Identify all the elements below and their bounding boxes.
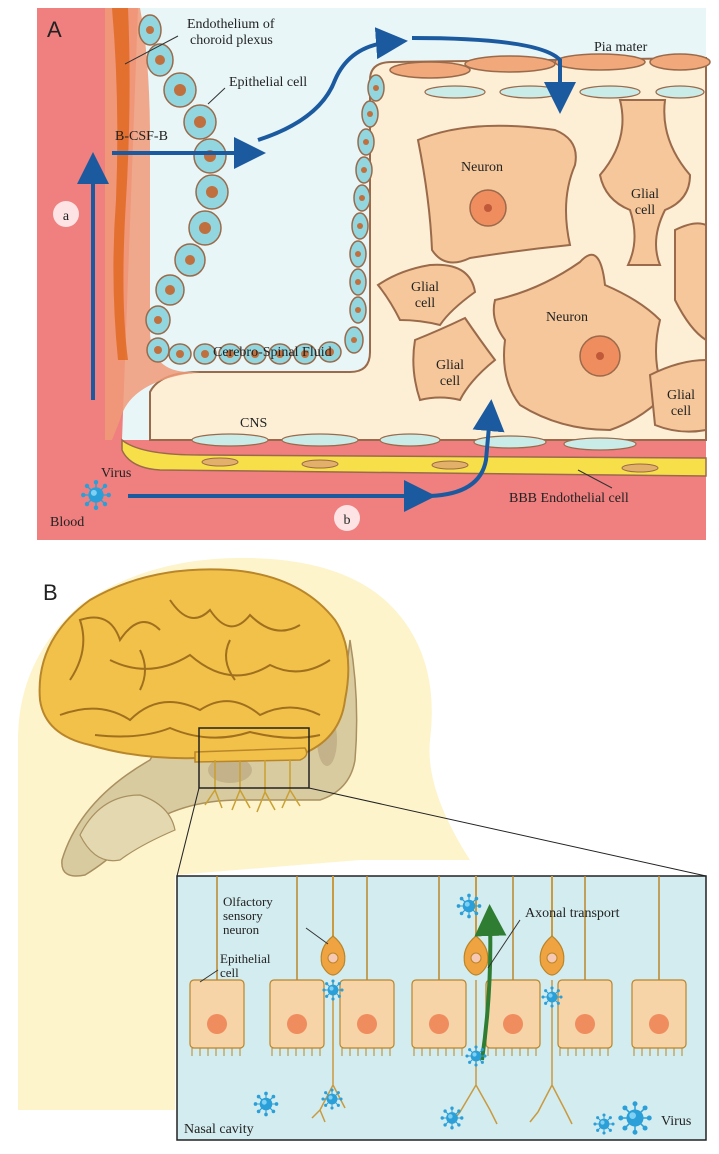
panel-a: A Endothelium of choroid plexus Epitheli…	[37, 8, 711, 642]
sinus-1	[208, 757, 252, 783]
label-endothelium-1: Endothelium of	[187, 17, 275, 32]
virus-icon	[464, 1044, 488, 1068]
panel-b-letter: B	[43, 580, 58, 605]
virus-icon	[592, 1112, 616, 1136]
label-osn-3: neuron	[223, 922, 260, 937]
virus-icon	[540, 985, 564, 1009]
label-epithelial-2: cell	[220, 965, 239, 980]
label-virus: Virus	[101, 466, 131, 481]
label-bcsfb: B-CSF-B	[115, 129, 168, 144]
panel-b: B	[18, 557, 707, 1141]
cilia	[191, 1048, 683, 1056]
olfactory-neuron	[451, 876, 498, 1125]
epithelial-cell	[269, 876, 325, 1049]
bbb-endothelium	[121, 433, 707, 477]
route-arrows	[77, 27, 576, 512]
zoom-lines	[176, 787, 707, 877]
epithelial-nuclei	[146, 26, 379, 358]
label-neuron-1: Neuron	[461, 160, 503, 175]
axonal-transport-arrow	[474, 904, 507, 1061]
inset-leader-lines	[199, 919, 521, 983]
epithelial-cell	[411, 876, 467, 1049]
label-glial-2a: Glial	[436, 358, 464, 373]
glial-cell-top-right	[598, 99, 692, 266]
glial-cell-2	[412, 316, 497, 402]
zoom-box	[198, 727, 310, 789]
virus-icon	[440, 1106, 464, 1130]
pia-basal-cells	[424, 85, 705, 99]
epithelial-cell	[557, 876, 613, 1049]
route-b-badge	[334, 505, 360, 531]
label-blood: Blood	[50, 515, 84, 530]
olfactory-fibres	[204, 760, 301, 813]
panel-a-letter: A	[47, 17, 62, 42]
choroid-endothelium	[112, 8, 130, 360]
label-nasal-cavity: Nasal cavity	[184, 1122, 254, 1137]
arrow-into-cns	[411, 36, 576, 114]
olfactory-neuron	[311, 876, 346, 1123]
epithelial-columns	[189, 876, 687, 1056]
label-glial-3a: Glial	[667, 388, 695, 403]
label-glial-2b: cell	[440, 374, 460, 389]
label-route-b: b	[344, 513, 351, 528]
leader-lines	[124, 35, 613, 489]
label-glial-1b: cell	[415, 296, 435, 311]
epithelial-cell	[631, 876, 687, 1049]
epithelial-cell	[339, 876, 395, 1049]
olfactory-neurons	[311, 876, 573, 1125]
label-endothelium-2: choroid plexus	[190, 33, 273, 48]
pia-mater-cells	[389, 53, 711, 79]
arrow-over-pia	[257, 27, 408, 142]
label-glial-3b: cell	[671, 404, 691, 419]
epithelial-cell	[189, 876, 245, 1049]
label-epithelial-1: Epithelial	[220, 951, 271, 966]
label-cns: CNS	[240, 416, 267, 431]
label-osn-2: sensory	[223, 908, 263, 923]
label-bbb: BBB Endothelial cell	[509, 491, 629, 506]
glial-cell-edge	[674, 222, 707, 342]
label-glial-top-right-2: cell	[635, 203, 655, 218]
route-a-badge	[53, 201, 79, 227]
label-route-a: a	[63, 209, 70, 224]
label-glial-top-right-1: Glial	[631, 187, 659, 202]
virus-icon	[320, 1087, 344, 1111]
glial-cell-3	[648, 358, 707, 433]
nasal-turbinate	[79, 794, 176, 862]
label-csf: Cerebro-Spinal Fluid	[213, 345, 332, 360]
label-virus-b: Virus	[661, 1114, 691, 1129]
olfactory-neuron	[529, 876, 573, 1125]
virus-icon	[253, 1091, 279, 1117]
virus-icon	[321, 978, 345, 1002]
label-pia-mater: Pia mater	[594, 40, 648, 55]
brain	[38, 568, 350, 760]
label-glial-1a: Glial	[411, 280, 439, 295]
label-epithelial-cell: Epithelial cell	[229, 75, 307, 90]
brain-gyri	[59, 599, 331, 739]
virus-icon	[456, 893, 482, 919]
arrow-cross-bbb	[429, 399, 505, 498]
virus-icon-large	[617, 1100, 653, 1136]
label-axonal-transport: Axonal transport	[525, 906, 620, 921]
virus-icon-small	[80, 479, 112, 511]
olfactory-bulb	[194, 747, 308, 763]
glial-cell-1	[376, 263, 477, 327]
label-osn-1: Olfactory	[223, 894, 273, 909]
label-neuron-2: Neuron	[546, 310, 588, 325]
